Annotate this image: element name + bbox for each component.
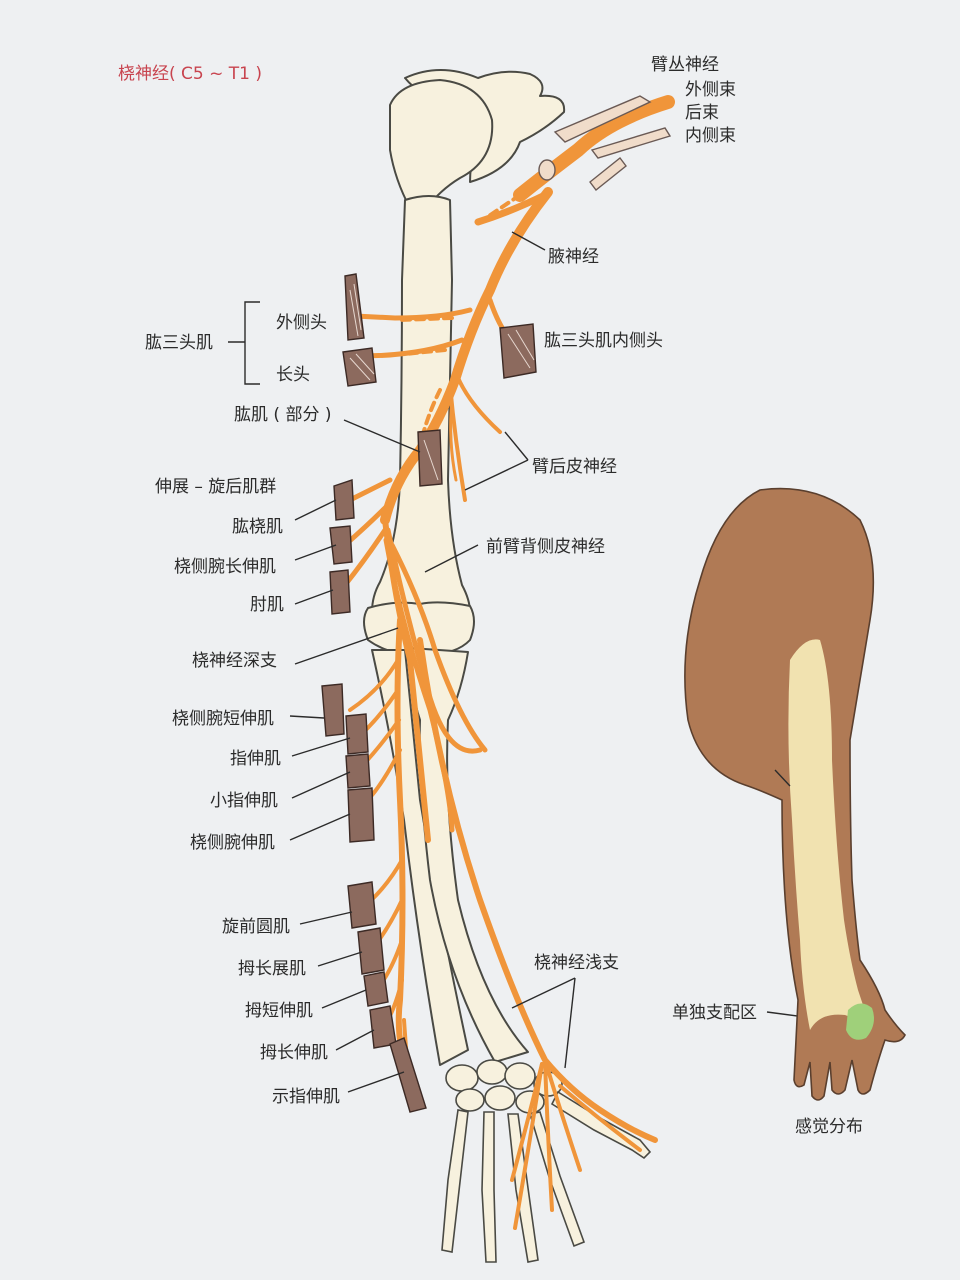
label-supinator: 旋前圆肌 — [222, 917, 290, 937]
label-triceps-medial-head: 肱三头肌内侧头 — [544, 331, 663, 351]
label-ext-digiti-minimi: 小指伸肌 — [210, 791, 278, 811]
supinator-stump — [347, 881, 377, 929]
label-lateral-cord: 外侧束 — [685, 80, 736, 100]
epb-stump — [363, 971, 389, 1007]
autonomous-zone — [846, 1003, 874, 1040]
label-brachialis: 肱肌 ( 部分 ) — [234, 405, 331, 425]
ext-indicis-stump — [389, 1037, 427, 1113]
label-ecrl: 桡侧腕长伸肌 — [174, 557, 276, 577]
ext-digitorum-stump — [345, 713, 369, 755]
label-ext-indicis: 示指伸肌 — [272, 1087, 340, 1107]
ecrl-stump — [329, 525, 353, 565]
label-epb: 拇短伸肌 — [245, 1001, 313, 1021]
label-posterior-cord: 后束 — [685, 103, 719, 123]
label-autonomous-zone: 单独支配区 — [672, 1003, 757, 1023]
label-ecu: 桡侧腕伸肌 — [190, 833, 275, 853]
label-post-cutaneous-forearm: 前臂背侧皮神经 — [486, 537, 605, 557]
label-lateral-head: 外侧头 — [276, 313, 327, 333]
diagram-title: 桡神经( C5 ~ T1 ) — [118, 64, 262, 84]
leader-lines — [228, 231, 859, 1093]
sensory-zone-light — [788, 639, 870, 1030]
label-medial-cord: 内侧束 — [685, 126, 736, 146]
ecrb-stump — [321, 683, 345, 737]
ext-digiti-minimi-stump — [345, 753, 371, 789]
triceps-medial-head-stump — [499, 323, 537, 379]
label-brachial-plexus: 臂丛神经 — [651, 55, 719, 75]
label-post-cutaneous-arm: 臂后皮神经 — [532, 457, 617, 477]
label-ecrb: 桡侧腕短伸肌 — [172, 709, 274, 729]
triceps-long-head-stump — [342, 347, 377, 387]
muscle-stumps — [321, 273, 537, 1113]
label-brachioradialis: 肱桡肌 — [232, 517, 283, 537]
label-epl: 拇长伸肌 — [260, 1043, 328, 1063]
label-deep-branch: 桡神经深支 — [192, 651, 277, 671]
label-axillary-nerve: 腋神经 — [548, 247, 599, 267]
label-sensory-distribution: 感觉分布 — [795, 1117, 863, 1137]
labels: 臂丛神经 外侧束 后束 内侧束 腋神经 肱三头肌 外侧头 长头 肱三头肌内侧头 … — [145, 55, 863, 1137]
brachioradialis-stump — [333, 479, 355, 521]
triceps-lateral-head-stump — [344, 273, 365, 341]
sensory-distribution-figure — [684, 487, 906, 1101]
label-superficial-branch: 桡神经浅支 — [534, 953, 619, 973]
carpal-bones — [445, 1059, 563, 1114]
label-anconeus: 肘肌 — [250, 595, 284, 615]
ecu-stump — [347, 787, 375, 843]
anconeus-stump — [329, 569, 351, 615]
label-ext-digitorum: 指伸肌 — [230, 749, 281, 769]
label-apl: 拇长展肌 — [238, 959, 306, 979]
label-extensor-supinator-group: 伸展 – 旋后肌群 — [155, 477, 276, 497]
apl-stump — [357, 927, 385, 975]
label-triceps: 肱三头肌 — [145, 333, 213, 353]
brachialis-stump — [417, 429, 443, 487]
label-long-head: 长头 — [276, 365, 310, 385]
